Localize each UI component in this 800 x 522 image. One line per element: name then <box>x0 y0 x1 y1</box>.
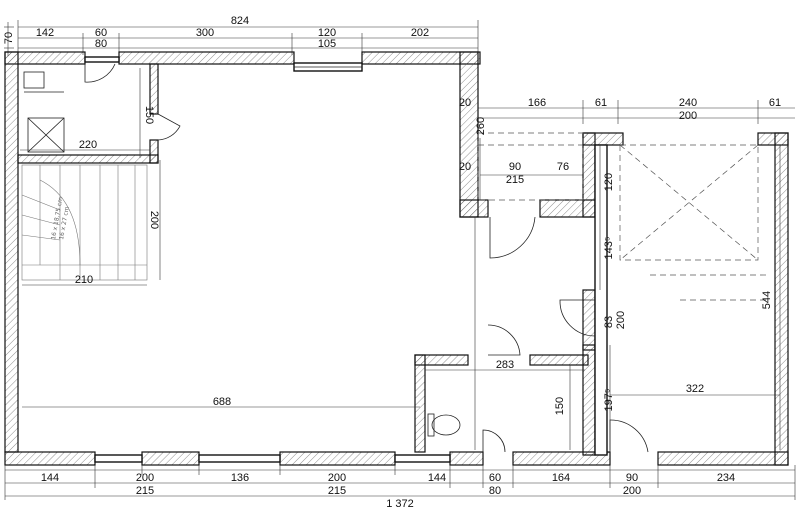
dim-143: 143⁵ <box>603 237 615 260</box>
dim-150b: 150 <box>554 397 566 415</box>
dim-220: 220 <box>79 139 97 151</box>
dim-83: 83 <box>603 316 615 328</box>
dim-right-240: 240 <box>679 97 697 109</box>
skylight <box>619 144 770 301</box>
dim-bottom-136: 136 <box>231 472 249 484</box>
dim-76: 76 <box>557 161 569 173</box>
dim-bottom-144a: 144 <box>41 472 59 484</box>
dim-544: 544 <box>761 291 773 309</box>
dim-210: 210 <box>75 274 93 286</box>
toilet-icon <box>427 413 461 437</box>
staircase: 16 x 18,75 cm 16 x 27 cm <box>21 164 148 281</box>
dim-right-200: 200 <box>679 110 697 122</box>
dim-200b: 200 <box>615 311 627 329</box>
dim-20b: 20 <box>459 161 471 173</box>
dim-bottom-164: 164 <box>552 472 570 484</box>
dim-688: 688 <box>213 396 231 408</box>
dim-150: 150 <box>143 106 155 124</box>
middle-wing-dashed <box>477 132 584 201</box>
dim-260: 260 <box>475 117 487 135</box>
dim-bottom-60: 60 <box>489 472 501 484</box>
dim-right-61b: 61 <box>769 97 781 109</box>
doors <box>84 63 649 453</box>
dim-bottom-200c: 200 <box>623 485 641 497</box>
interior-dimensions <box>22 138 781 450</box>
dim-bottom-215b: 215 <box>328 485 346 497</box>
top-dimension-lines <box>4 20 795 124</box>
dim-bottom-200a: 200 <box>136 472 154 484</box>
dim-322: 322 <box>686 383 704 395</box>
dim-top-142: 142 <box>36 27 54 39</box>
dim-top-300: 300 <box>196 27 214 39</box>
dim-120: 120 <box>603 173 615 191</box>
dim-90: 90 <box>509 161 521 173</box>
dim-bottom-80: 80 <box>489 485 501 497</box>
bottom-dimension-lines <box>4 465 796 500</box>
dim-bottom-215a: 215 <box>136 485 154 497</box>
dim-top-202: 202 <box>411 27 429 39</box>
dim-bottom-200b: 200 <box>328 472 346 484</box>
dim-top-105: 105 <box>318 38 336 50</box>
dim-top-80: 80 <box>95 38 107 50</box>
dim-200: 200 <box>148 211 160 229</box>
dim-right-166: 166 <box>528 97 546 109</box>
dim-top-120: 120 <box>318 27 336 39</box>
dim-197: 197⁵ <box>603 389 615 412</box>
top-left-room <box>20 68 150 158</box>
dim-bottom-144b: 144 <box>428 472 446 484</box>
dim-bottom-234: 234 <box>717 472 735 484</box>
dim-bottom-90: 90 <box>626 472 638 484</box>
dim-20a: 20 <box>459 97 471 109</box>
dim-215: 215 <box>506 174 524 186</box>
dim-right-61a: 61 <box>595 97 607 109</box>
dim-left-70: 70 <box>3 32 15 44</box>
dim-bottom-total: 1 372 <box>386 498 414 510</box>
dim-top-60: 60 <box>95 27 107 39</box>
dim-top-total: 824 <box>231 15 249 27</box>
walls <box>4 51 789 466</box>
dim-283: 283 <box>496 359 514 371</box>
